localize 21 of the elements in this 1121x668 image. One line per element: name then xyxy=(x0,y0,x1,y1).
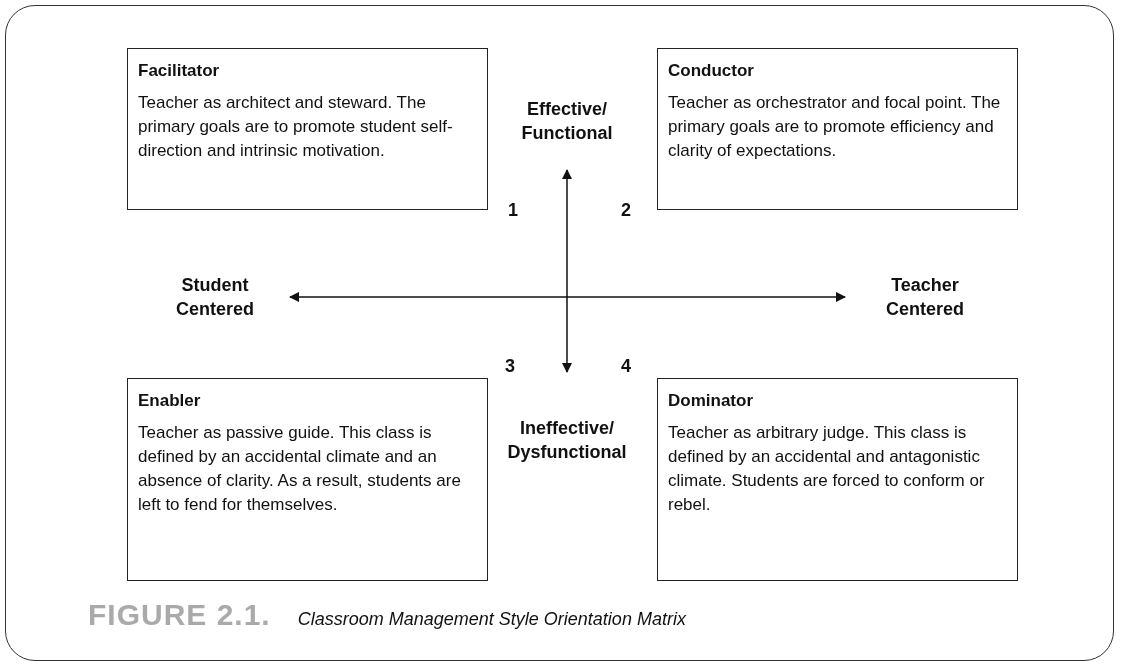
box-description: Teacher as passive guide. This class is defined by an accidental climate and an absence of clarity. As a result, students are left to fend for themselves. xyxy=(138,422,462,516)
box-description: Teacher as orchestrator and focal point. The primary goals are to promote efficiency and clarity of expectations. xyxy=(668,92,1002,162)
axis-label: Ineffective/ Dysfunctional xyxy=(506,417,628,464)
quadrant-box xyxy=(657,378,1018,581)
box-description: Teacher as architect and steward. The primary goals are to promote student self-direction and intrinsic motivation. xyxy=(138,92,454,162)
quadrant-box xyxy=(657,48,1018,210)
quadrant-number: 4 xyxy=(620,355,632,378)
box-heading: Conductor xyxy=(668,61,755,81)
box-heading: Enabler xyxy=(138,391,202,411)
axis-label: Student Centered xyxy=(175,274,255,321)
box-heading: Dominator xyxy=(668,391,754,411)
box-heading: Facilitator xyxy=(138,61,221,81)
box-description: Teacher as arbitrary judge. This class is defined by an accidental and antagonistic climate. Students are forced to conform or rebel. xyxy=(668,422,986,516)
quadrant-number: 2 xyxy=(620,199,632,222)
axis-label: Effective/ Functional xyxy=(520,98,614,145)
quadrant-box xyxy=(127,378,488,581)
quadrant-number: 3 xyxy=(504,355,516,378)
figure-caption: FIGURE 2.1. Classroom Management Style Orientation Matrix xyxy=(88,598,686,632)
quadrant-box xyxy=(127,48,488,210)
quadrant-number: 1 xyxy=(507,199,519,222)
axis-label: Teacher Centered xyxy=(885,274,965,321)
